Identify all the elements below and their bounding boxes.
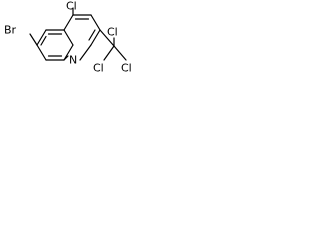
bond-to-br xyxy=(29,33,38,46)
atom-labels: Br Cl N Cl Cl Cl xyxy=(4,0,132,75)
atom-label-n: N xyxy=(69,54,77,67)
bond xyxy=(63,29,74,46)
bond xyxy=(36,44,47,61)
atom-label-cl-ring: Cl xyxy=(66,0,77,13)
bond-to-cl xyxy=(103,45,115,61)
bond xyxy=(63,44,74,61)
bond xyxy=(90,14,101,31)
bond xyxy=(63,14,74,31)
double-bond xyxy=(40,35,47,46)
bond xyxy=(90,29,101,46)
bond xyxy=(79,44,92,61)
atom-label-cl-left: Cl xyxy=(93,62,104,75)
atom-label-br: Br xyxy=(4,24,17,37)
bond xyxy=(36,29,47,46)
bond xyxy=(63,55,69,61)
bond-to-ccl3 xyxy=(99,29,115,47)
bond-to-cl xyxy=(113,45,127,61)
double-bond xyxy=(88,29,96,41)
bond-lines xyxy=(29,7,127,61)
atom-label-cl-right: Cl xyxy=(121,62,132,75)
structure-diagram: Br Cl N Cl Cl Cl xyxy=(4,0,132,75)
atom-label-cl-top: Cl xyxy=(107,26,118,39)
